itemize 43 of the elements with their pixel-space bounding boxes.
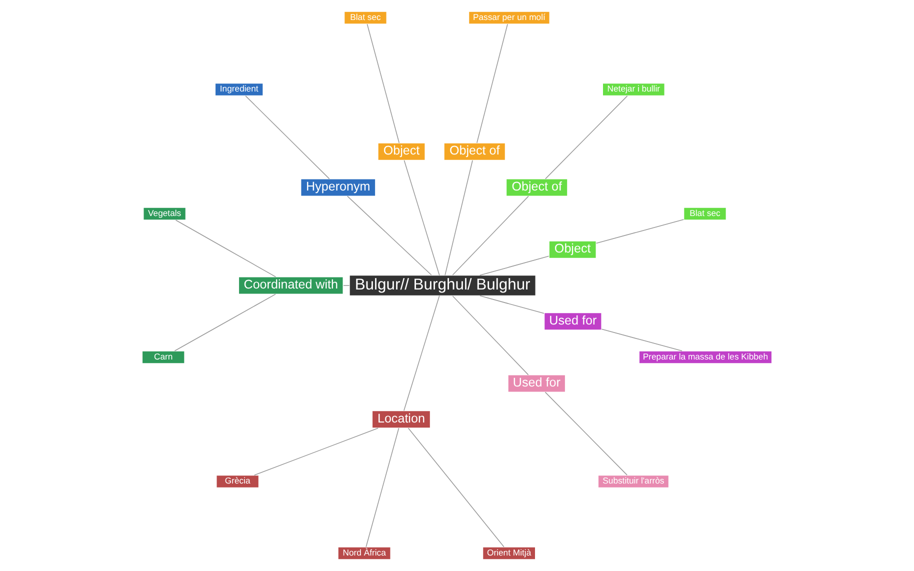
connector [545, 96, 628, 180]
connector [476, 24, 508, 144]
node-box: Carn [142, 350, 185, 364]
connector [404, 160, 440, 276]
node-box: Preparar la massa de les Kibbeh [638, 350, 772, 364]
connector [480, 295, 544, 314]
node-box: Object of [444, 142, 506, 161]
connector [175, 220, 276, 278]
connector [452, 196, 529, 276]
connector [408, 428, 504, 548]
node-box: Substituir l'arròs [598, 474, 670, 488]
node-box: Netejar i bullir [602, 82, 666, 96]
connector [174, 294, 276, 352]
connector [245, 96, 330, 180]
node-box: Orient Mitjà [482, 546, 536, 560]
connector [601, 328, 682, 352]
node-box: Hyperonym [300, 178, 376, 197]
connector [479, 256, 550, 276]
node-box: Used for [508, 374, 566, 393]
node-box: Object [378, 142, 426, 161]
node-box: Grècia [216, 474, 260, 488]
node-box: Location [372, 410, 431, 428]
node-box: Passar per un molí [468, 11, 550, 24]
connector [452, 296, 529, 376]
connector [444, 160, 473, 276]
connector [596, 219, 684, 244]
connector [544, 392, 628, 476]
connector [366, 24, 400, 144]
node-box: Bulgur// Burghul/ Bulghur [349, 274, 536, 296]
connector [343, 285, 350, 286]
node-box: Vegetals [142, 207, 186, 220]
connector [347, 196, 432, 276]
node-box: Used for [544, 312, 602, 330]
node-box: Nord Àfrica [338, 546, 392, 560]
node-box: Blat sec [683, 207, 727, 220]
node-box: Object of [506, 178, 568, 197]
node-box: Object [548, 240, 597, 259]
node-box: Coordinated with [238, 276, 344, 295]
connector [254, 428, 378, 476]
connector [366, 428, 400, 548]
node-box: Ingredient [214, 82, 264, 96]
connector [404, 295, 440, 412]
node-box: Blat sec [344, 11, 388, 24]
